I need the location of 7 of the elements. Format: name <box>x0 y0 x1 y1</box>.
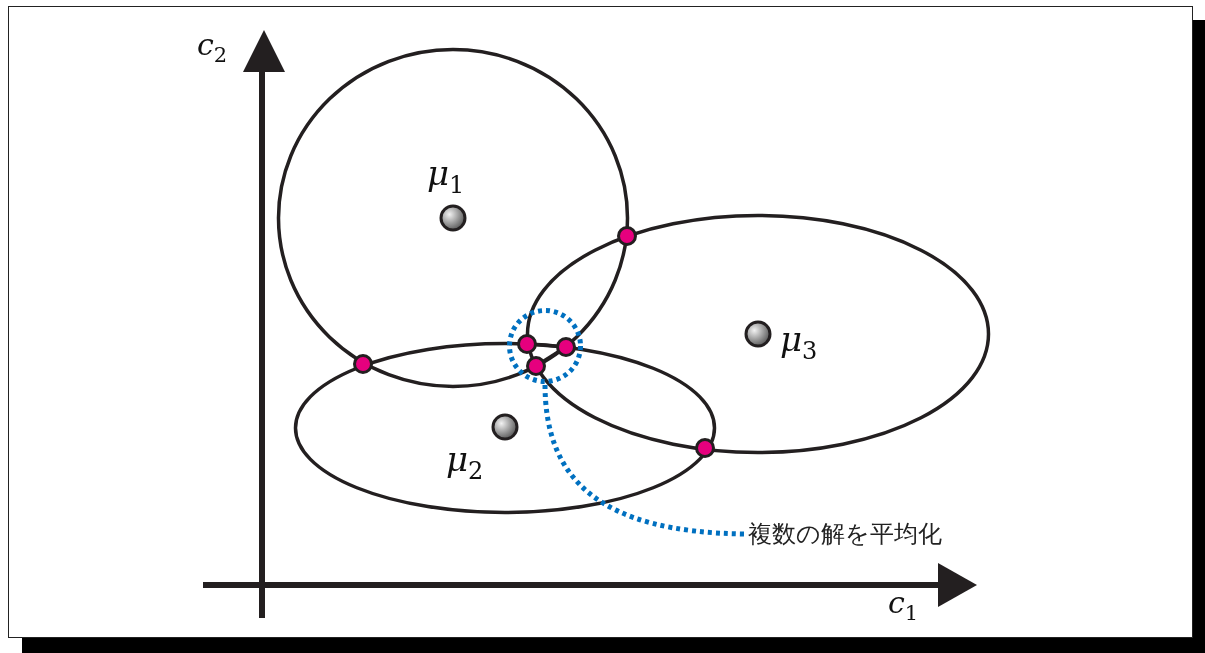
axis-label: c$_{1}$ <box>888 588 919 624</box>
mean-label: μ$_{3}$ <box>780 322 818 363</box>
annotation-text: 複数の解を平均化 <box>748 517 942 551</box>
mean-label: μ$_{2}$ <box>446 442 484 483</box>
leader-line <box>542 383 745 537</box>
mean-label: μ$_{1}$ <box>427 156 465 197</box>
axis-label: c$_{2}$ <box>197 30 228 66</box>
